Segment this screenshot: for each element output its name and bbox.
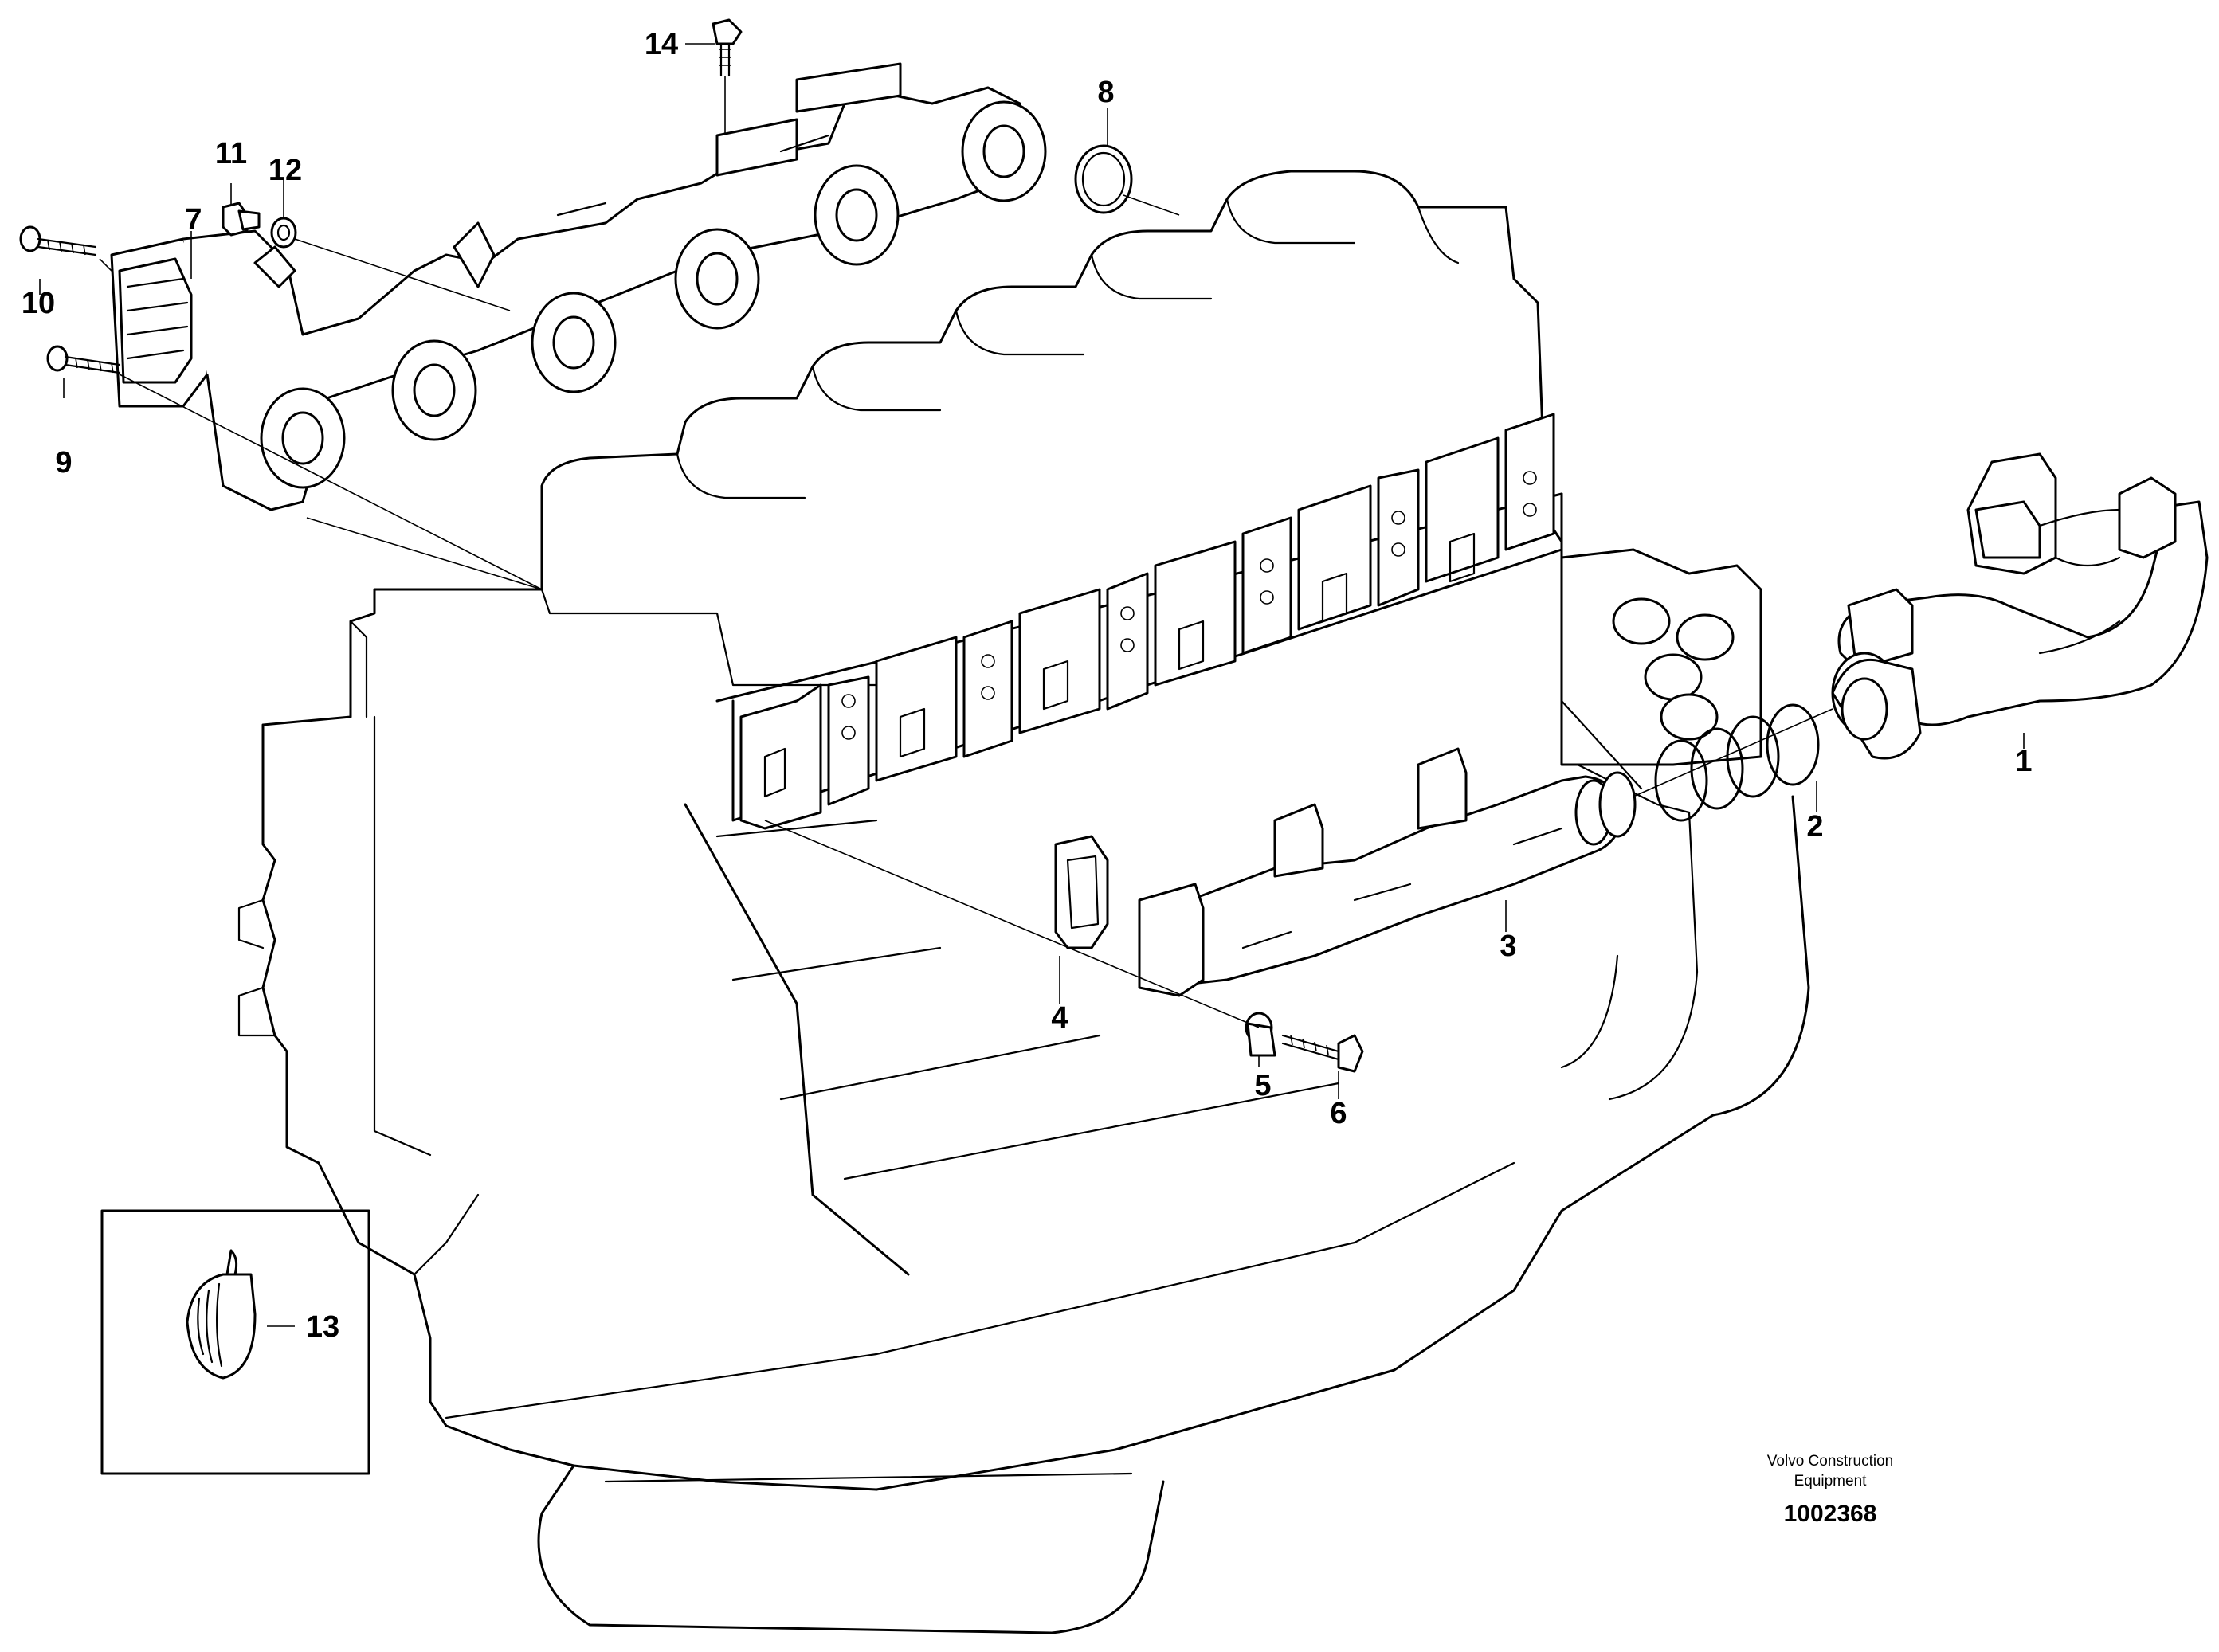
sealing-rings [1654, 703, 1820, 822]
callout-3: 3 [1500, 930, 1516, 963]
callout-5: 5 [1254, 1069, 1271, 1102]
flange-screw [1281, 1034, 1364, 1073]
screw-14 [712, 18, 743, 77]
front-exhaust-manifold [110, 62, 1047, 511]
caption-company-line1: Volvo Construction [1767, 1453, 1893, 1470]
callout-7: 7 [185, 203, 202, 237]
caption-document-number: 1002368 [1784, 1501, 1877, 1527]
washer [270, 217, 297, 249]
callout-12: 12 [269, 154, 302, 187]
callout-1: 1 [2015, 745, 2032, 778]
caption-block: Volvo Construction Equipment 1002368 [1767, 1453, 1893, 1527]
caption-company-line2: Equipment [1794, 1473, 1868, 1490]
callout-14: 14 [645, 28, 678, 61]
plug [222, 202, 261, 237]
callout-13: 13 [306, 1310, 339, 1344]
callout-9: 9 [55, 446, 72, 480]
callout-8: 8 [1097, 76, 1114, 109]
exhaust-port-flanges [731, 413, 1563, 830]
callout-labels: 1 2 3 4 5 6 7 8 9 10 11 12 13 14 [22, 28, 2033, 1344]
callout-4: 4 [1051, 1001, 1068, 1035]
screw-10 [19, 225, 97, 256]
callout-11: 11 [215, 137, 247, 170]
callout-6: 6 [1330, 1097, 1347, 1130]
sealing-ring [1074, 144, 1133, 214]
manifold-gasket [1054, 835, 1109, 949]
turbo-connection-pipe [1831, 452, 2209, 760]
callout-10: 10 [22, 287, 55, 320]
inset-box-cable-tie [100, 1209, 370, 1475]
spacer-sleeve [1245, 1012, 1276, 1057]
leader-lines [39, 43, 2025, 1327]
callout-2: 2 [1806, 810, 1823, 844]
rear-exhaust-manifold [1138, 747, 1637, 997]
screw-9 [46, 345, 121, 374]
